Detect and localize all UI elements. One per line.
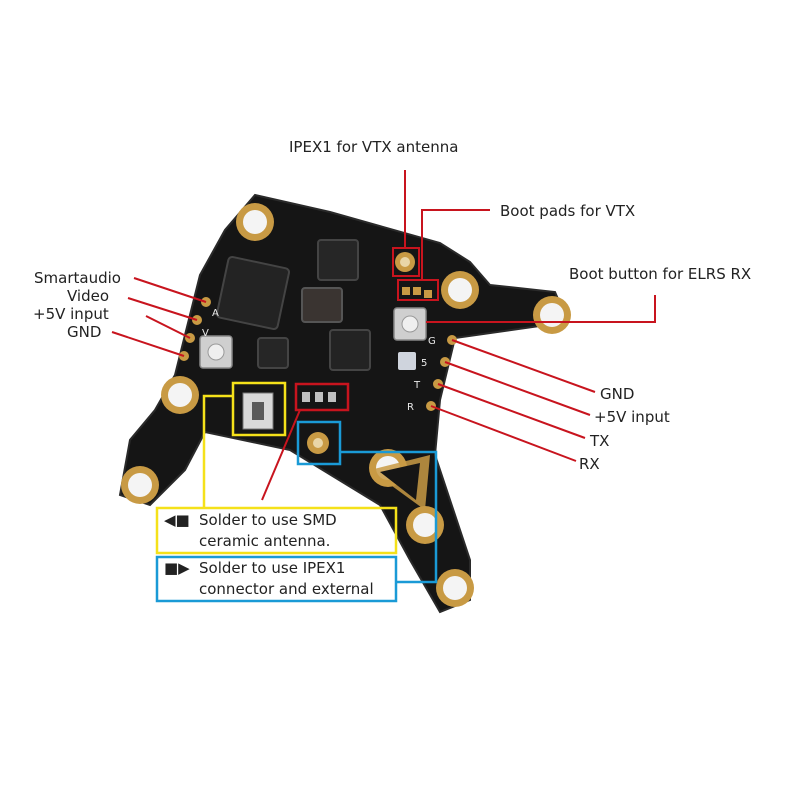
leader-boot-pads-vtx	[421, 209, 490, 280]
mounting-holes	[121, 203, 571, 607]
leader-gnd-right	[451, 339, 596, 393]
mounting-hole	[441, 271, 479, 309]
label-boot-pads-vtx: Boot pads for VTX	[500, 202, 635, 220]
ipex-box-line1: Solder to use IPEX1	[199, 559, 345, 577]
ipex-box-line2: connector and external	[199, 580, 374, 598]
ipex-connector-vtx	[395, 252, 415, 272]
leader-tx	[437, 383, 586, 439]
ic-chip	[215, 255, 291, 331]
label-rx: RX	[579, 455, 600, 473]
ic-chips	[215, 239, 416, 371]
mounting-hole	[533, 296, 571, 334]
label-boot-button-elrs: Boot button for ELRS RX	[569, 265, 751, 283]
ipex-connector-rx	[307, 432, 329, 454]
smd-box-line1: Solder to use SMD	[199, 511, 337, 529]
smd-target-box	[231, 381, 287, 437]
label-smartaudio: Smartaudio	[34, 269, 121, 287]
ipex-callout	[155, 420, 438, 603]
leader-antenna-select	[261, 409, 301, 501]
label-video: Video	[67, 287, 109, 305]
label-tx: TX	[589, 432, 609, 450]
boot-button-elrs	[393, 307, 427, 341]
pad-marking-5: 5	[421, 358, 427, 369]
leader-rx	[430, 405, 577, 462]
glyph-square-right-arrow: ■▶	[164, 559, 190, 577]
label-ipex-vtx: IPEX1 for VTX antenna	[289, 138, 458, 156]
ic-chip	[257, 337, 289, 369]
ic-chip	[317, 239, 359, 281]
mounting-hole	[161, 376, 199, 414]
label-5v-right: +5V input	[594, 408, 670, 426]
mounting-hole	[236, 203, 274, 241]
highlight-antenna-select	[294, 382, 350, 412]
ipex-target-box	[296, 420, 342, 466]
smd-antenna-pad	[242, 392, 274, 430]
ipex-leader	[340, 450, 438, 584]
leader-5v-right	[444, 361, 591, 416]
ipex-text-box	[155, 555, 398, 603]
mounting-hole	[406, 506, 444, 544]
glyph-left-arrow-square: ◀■	[164, 511, 190, 529]
ic-chip	[301, 287, 343, 323]
pad-marking-a: A	[212, 308, 219, 319]
mounting-hole	[121, 466, 159, 504]
boot-pads-vtx	[402, 287, 432, 298]
leader-boot-button-elrs	[426, 295, 656, 323]
leader-smartaudio	[133, 277, 207, 303]
pad-marking-v: V	[202, 328, 209, 339]
pad-marking-g: G	[428, 336, 436, 347]
smd-box-line2: ceramic antenna.	[199, 532, 330, 550]
antenna-select-pads	[302, 392, 336, 402]
pcb-trace-antenna	[370, 455, 430, 510]
leader-video	[127, 297, 198, 321]
label-gnd-right: GND	[600, 385, 634, 403]
ic-chip	[329, 329, 371, 371]
label-gnd-left: GND	[67, 323, 101, 341]
smd-callout	[155, 381, 398, 555]
label-5v-left: +5V input	[33, 305, 109, 323]
pad-marking-t: T	[413, 380, 421, 391]
ic-chip	[398, 352, 416, 370]
pad-marking-r: R	[407, 402, 414, 413]
leader-lines	[111, 170, 656, 501]
smd-leader	[155, 394, 398, 555]
pcb-board: A V G 5 T R	[118, 193, 571, 614]
leader-gnd-left	[111, 331, 185, 357]
leader-5v-left	[145, 315, 191, 339]
mounting-hole	[436, 569, 474, 607]
tactile-button-left	[199, 335, 233, 369]
highlight-boot-pads-vtx	[397, 279, 439, 301]
